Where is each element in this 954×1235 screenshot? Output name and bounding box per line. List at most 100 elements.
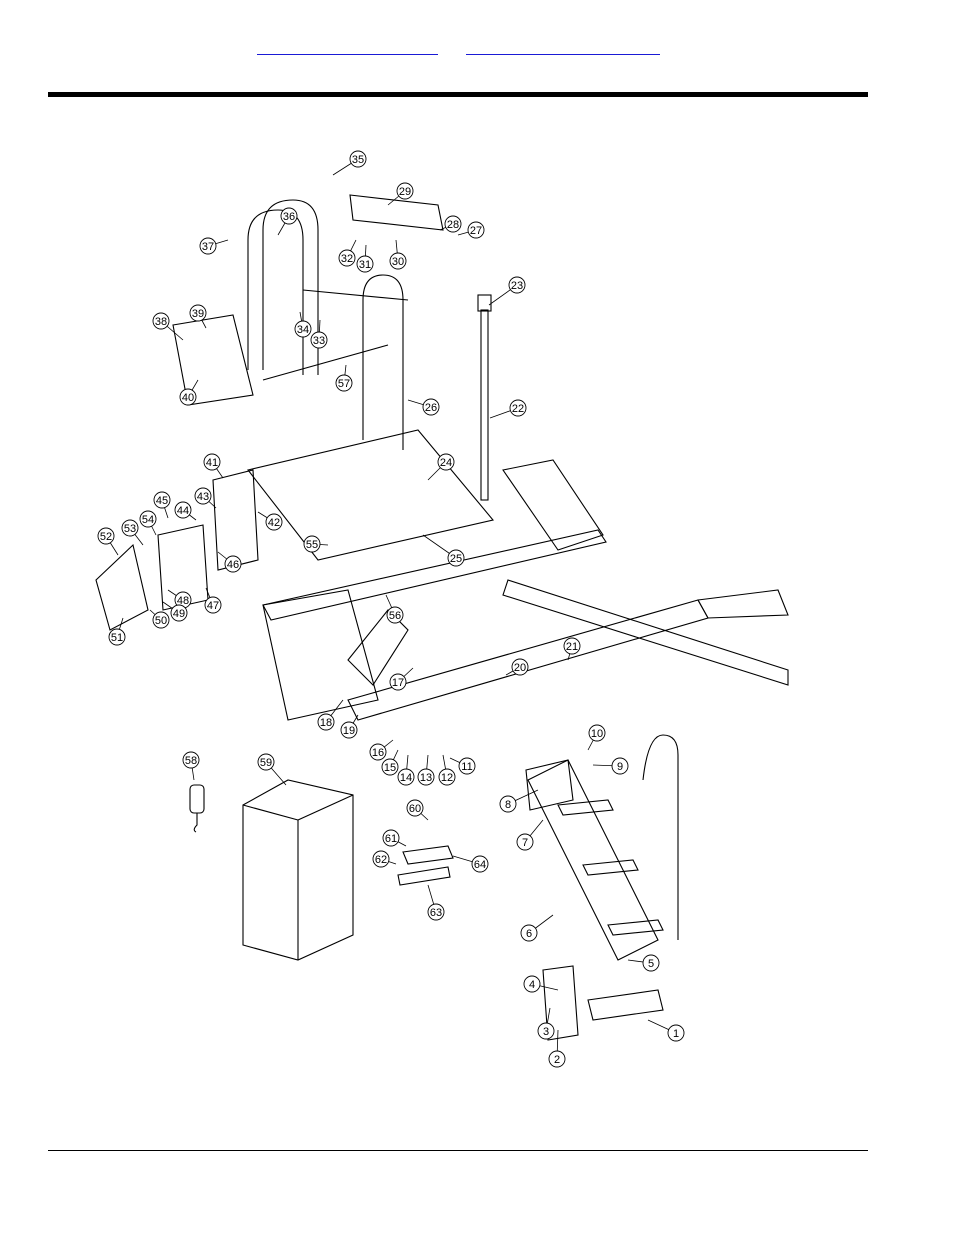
callout-38: 38 — [153, 313, 183, 340]
callout-label-41: 41 — [206, 457, 218, 469]
callout-label-53: 53 — [124, 523, 136, 535]
callout-35: 35 — [333, 151, 366, 175]
callout-label-24: 24 — [440, 457, 452, 469]
callout-label-61: 61 — [385, 833, 397, 845]
callout-21: 21 — [564, 638, 580, 660]
callout-11: 11 — [450, 758, 475, 774]
railing-left — [248, 210, 303, 375]
callout-45: 45 — [154, 492, 170, 518]
callout-label-1: 1 — [673, 1028, 679, 1040]
frame-rear-bracket — [503, 460, 603, 550]
callout-label-2: 2 — [554, 1054, 560, 1066]
callout-label-9: 9 — [617, 761, 623, 773]
callout-label-27: 27 — [470, 225, 482, 237]
callout-58: 58 — [183, 752, 199, 780]
callout-label-44: 44 — [177, 505, 189, 517]
callout-label-63: 63 — [430, 907, 442, 919]
callout-label-3: 3 — [543, 1026, 549, 1038]
callout-label-64: 64 — [474, 859, 486, 871]
callout-41: 41 — [204, 454, 223, 478]
callout-14: 14 — [398, 755, 414, 785]
header-link-2[interactable] — [466, 40, 660, 55]
callout-61: 61 — [383, 830, 406, 846]
callout-32: 32 — [339, 240, 356, 266]
callout-27: 27 — [458, 222, 484, 238]
callout-label-54: 54 — [142, 514, 154, 526]
callout-62: 62 — [373, 851, 396, 867]
callout-39: 39 — [190, 305, 206, 328]
callout-label-35: 35 — [352, 154, 364, 166]
callout-label-57: 57 — [338, 378, 350, 390]
frame-crossbar — [503, 580, 788, 685]
callout-label-30: 30 — [392, 256, 404, 268]
callout-51: 51 — [109, 618, 125, 645]
callout-9: 9 — [593, 758, 628, 774]
callout-25: 25 — [423, 535, 464, 566]
callout-36: 36 — [278, 208, 297, 235]
callout-60: 60 — [407, 800, 428, 820]
callout-1: 1 — [648, 1020, 684, 1041]
bracket-63 — [398, 867, 450, 885]
callout-label-52: 52 — [100, 531, 112, 543]
callout-44: 44 — [175, 502, 196, 520]
callout-57: 57 — [336, 365, 352, 391]
callout-56: 56 — [386, 595, 403, 623]
callout-label-36: 36 — [283, 211, 295, 223]
callout-label-51: 51 — [111, 632, 123, 644]
callout-label-10: 10 — [591, 728, 603, 740]
header-link-1[interactable] — [257, 40, 438, 55]
callout-label-46: 46 — [227, 559, 239, 571]
callout-label-34: 34 — [297, 324, 309, 336]
frame-end-right — [698, 590, 788, 618]
callout-4: 4 — [524, 976, 558, 992]
bottom-rule — [48, 1150, 868, 1151]
bracket-64 — [403, 846, 453, 864]
callout-label-43: 43 — [197, 491, 209, 503]
pole — [481, 310, 488, 500]
callout-label-55: 55 — [306, 539, 318, 551]
callout-label-58: 58 — [185, 755, 197, 767]
callout-label-17: 17 — [392, 677, 404, 689]
callout-53: 53 — [122, 520, 143, 545]
callout-label-7: 7 — [522, 837, 528, 849]
callout-55: 55 — [304, 536, 328, 552]
callout-label-33: 33 — [313, 335, 325, 347]
callout-label-22: 22 — [512, 403, 524, 415]
callout-label-13: 13 — [420, 772, 432, 784]
railing-mid — [263, 200, 318, 375]
callout-label-20: 20 — [514, 662, 526, 674]
callout-50: 50 — [150, 610, 169, 628]
callout-label-49: 49 — [173, 608, 185, 620]
callout-label-25: 25 — [450, 553, 462, 565]
callout-7: 7 — [517, 820, 543, 850]
callout-label-28: 28 — [447, 219, 459, 231]
bucket-edge-2 — [243, 805, 298, 820]
step-1 — [558, 800, 613, 815]
callout-5: 5 — [628, 955, 659, 971]
callout-13: 13 — [418, 755, 434, 785]
callout-label-23: 23 — [511, 280, 523, 292]
callout-label-62: 62 — [375, 854, 387, 866]
callout-8: 8 — [500, 790, 538, 812]
top-rule — [48, 92, 868, 97]
callout-label-15: 15 — [384, 762, 396, 774]
pole-cap — [478, 295, 491, 311]
callout-52: 52 — [98, 528, 118, 555]
callout-label-38: 38 — [155, 316, 167, 328]
side-plate-mount — [96, 545, 148, 630]
callout-label-14: 14 — [400, 772, 412, 784]
railing-crossbar — [303, 290, 408, 300]
callout-23: 23 — [489, 277, 525, 305]
deck-plate — [248, 430, 493, 560]
railing-right — [363, 275, 403, 450]
callout-label-6: 6 — [526, 928, 532, 940]
callout-label-26: 26 — [425, 402, 437, 414]
upper-bracket — [350, 195, 443, 230]
hand-scale-hook — [194, 813, 197, 832]
bucket-edge-3 — [298, 795, 353, 820]
callout-18: 18 — [318, 700, 343, 730]
callout-label-45: 45 — [156, 495, 168, 507]
callout-33: 33 — [311, 320, 327, 348]
hand-scale — [190, 785, 204, 813]
callout-26: 26 — [408, 399, 439, 415]
